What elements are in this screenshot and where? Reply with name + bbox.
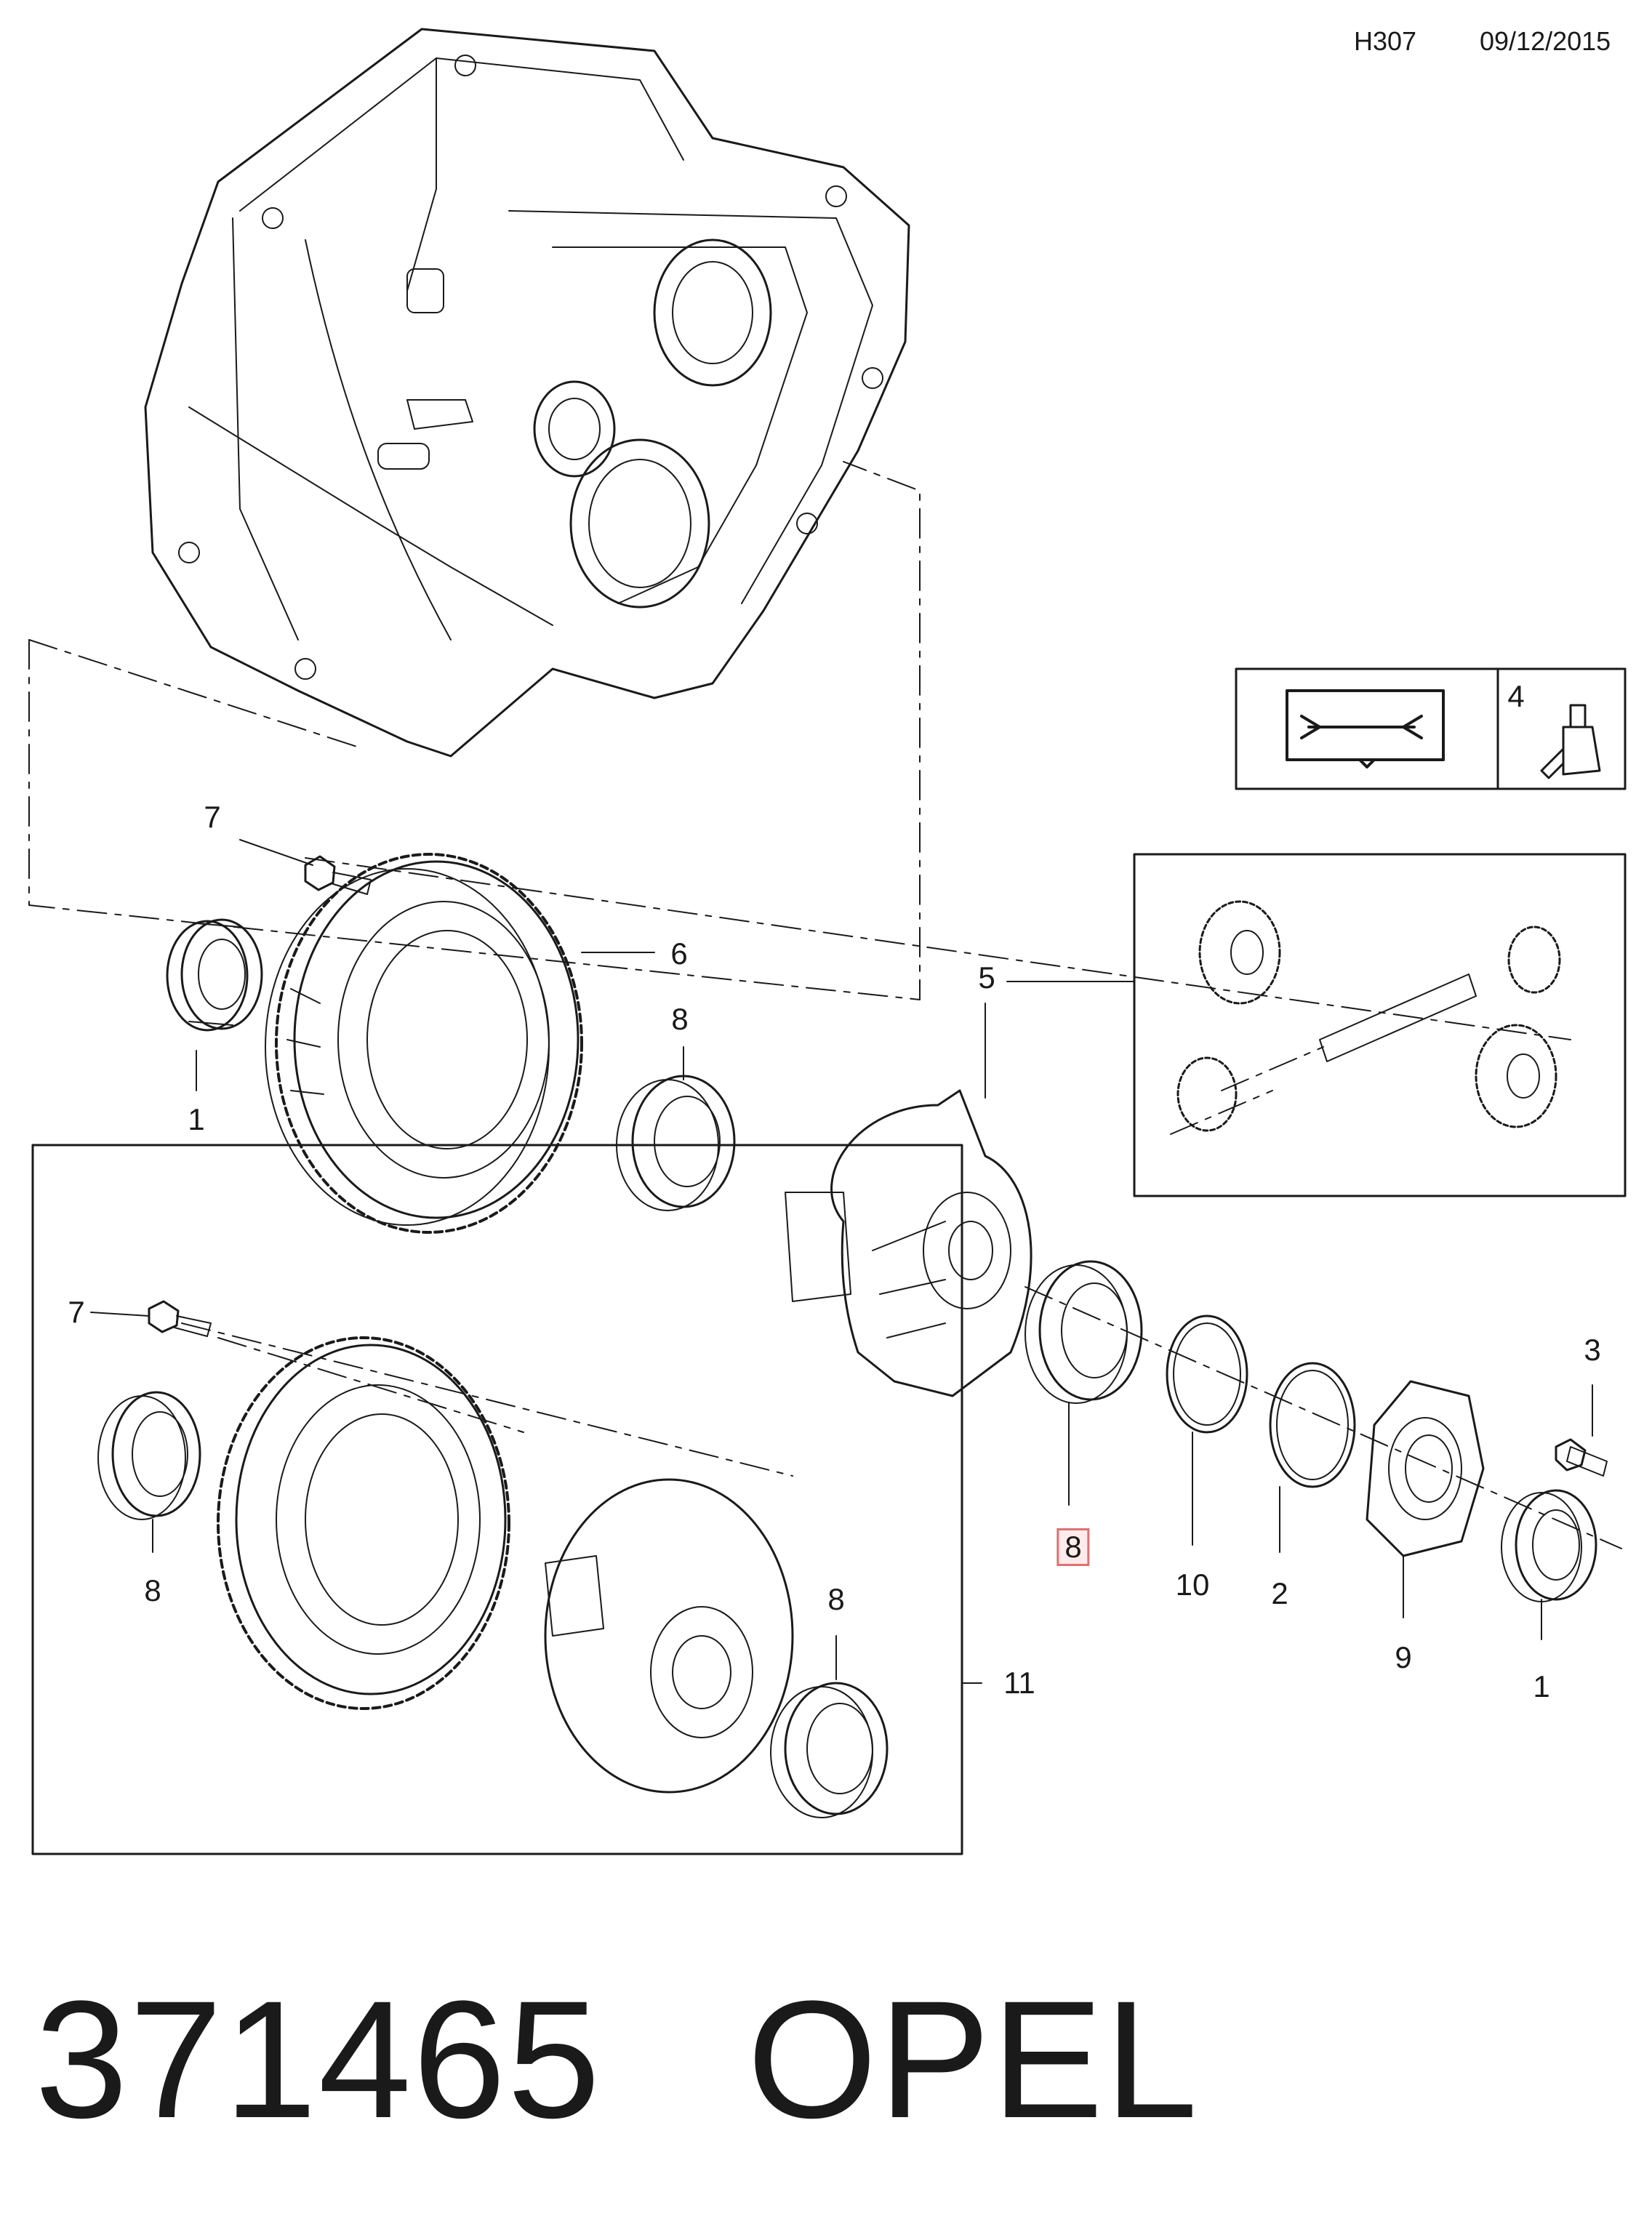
ring-gear-6 [265,853,583,1234]
callout-8-box-right: 8 [827,1582,845,1616]
diagram-code: H307 [1354,26,1417,56]
callout-8-highlighted[interactable]: 8 [1056,1528,1090,1566]
transmission-housing [144,28,910,758]
footer-caption: 371465 OPEL [35,1963,1199,2156]
callout-10: 10 [1175,1567,1210,1602]
brand-name: OPEL [747,1966,1200,2153]
differential-housing-5 [785,1089,1032,1397]
bolt-3 [1555,1438,1608,1477]
callout-7-box: 7 [68,1295,85,1329]
callout-1-left: 1 [188,1102,205,1136]
callout-7-top: 7 [204,800,221,834]
callout-8-box-left: 8 [144,1573,161,1607]
bearing-8-top [616,1075,736,1211]
ring-10 [1166,1314,1248,1434]
part-number: 371465 [35,1966,602,2153]
callout-4: 4 [1507,679,1525,713]
seal-1-left [166,918,263,1032]
bearing-8-middle [1025,1260,1143,1404]
diagram-date: 09/12/2015 [1480,26,1611,56]
ring-2 [1269,1362,1356,1488]
callout-3: 3 [1584,1333,1601,1367]
callout-5: 5 [978,960,995,995]
callout-2: 2 [1271,1576,1288,1610]
assembly-11-parts [97,1300,889,1818]
bolt-7-top [304,855,372,895]
callout-6: 6 [670,936,688,971]
callout-1-right: 1 [1533,1669,1550,1703]
internal-gears-set [1176,900,1561,1132]
manual-book-icon [1286,689,1445,768]
sealant-tube-icon [1540,704,1601,779]
callout-8-top: 8 [671,1002,689,1036]
seal-1-right [1501,1489,1597,1602]
callout-9: 9 [1395,1640,1412,1674]
exploded-parts-diagram [28,28,1627,1855]
flange-9 [1366,1380,1485,1557]
callout-11: 11 [1003,1666,1035,1700]
